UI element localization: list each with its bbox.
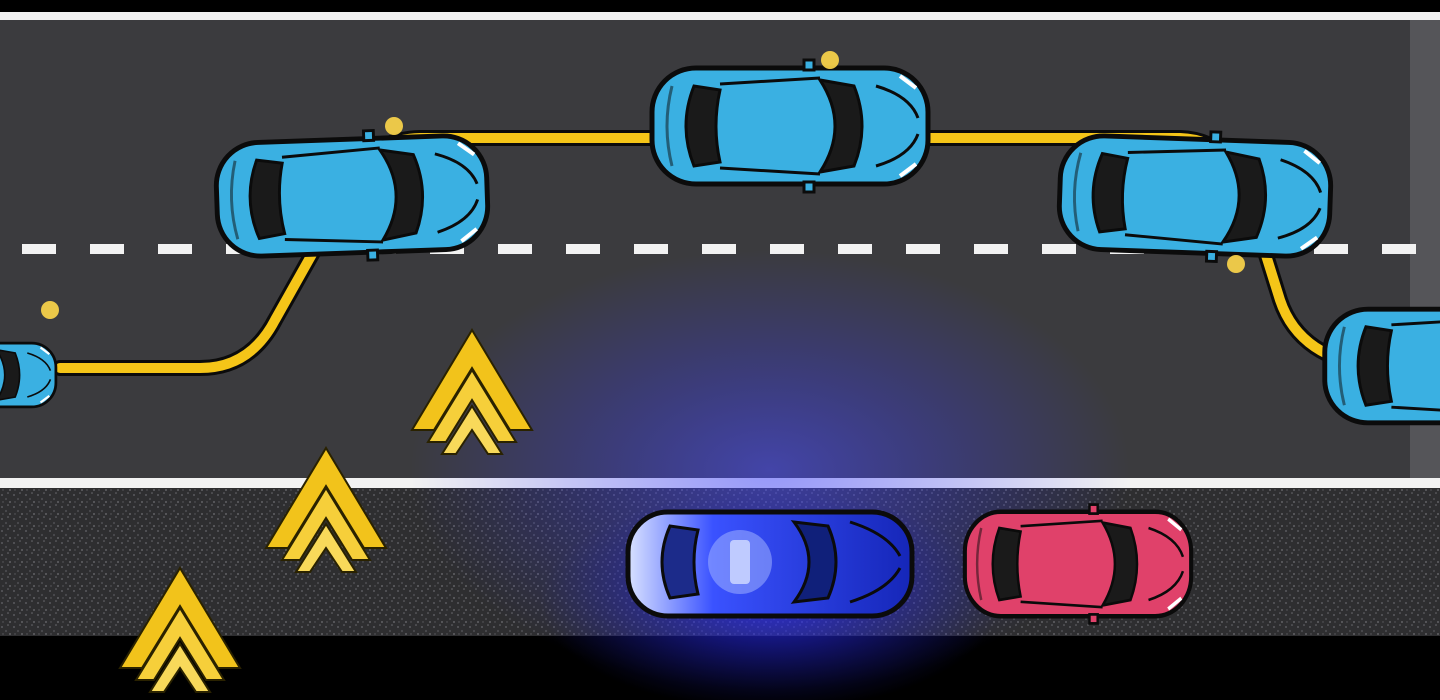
lane-dash bbox=[634, 244, 668, 254]
lane-dash bbox=[1042, 244, 1076, 254]
lane-dash bbox=[1314, 244, 1348, 254]
stopped-car-icon bbox=[965, 505, 1191, 624]
lane-dash bbox=[1382, 244, 1416, 254]
lane-dash bbox=[566, 244, 600, 254]
police-car-icon bbox=[628, 512, 912, 616]
top-edge-line bbox=[0, 12, 1440, 20]
lane-dash bbox=[158, 244, 192, 254]
lane-dash bbox=[22, 244, 56, 254]
moving-car-4 bbox=[1058, 127, 1333, 266]
lane-dash bbox=[90, 244, 124, 254]
lane-dash bbox=[974, 244, 1008, 254]
moving-car-2 bbox=[215, 127, 490, 266]
moving-car-3 bbox=[652, 60, 928, 192]
lane-dash bbox=[906, 244, 940, 254]
lane-dash bbox=[838, 244, 872, 254]
moving-car-5 bbox=[1325, 301, 1440, 430]
lane-dash bbox=[498, 244, 532, 254]
moving-car-1 bbox=[0, 339, 56, 412]
